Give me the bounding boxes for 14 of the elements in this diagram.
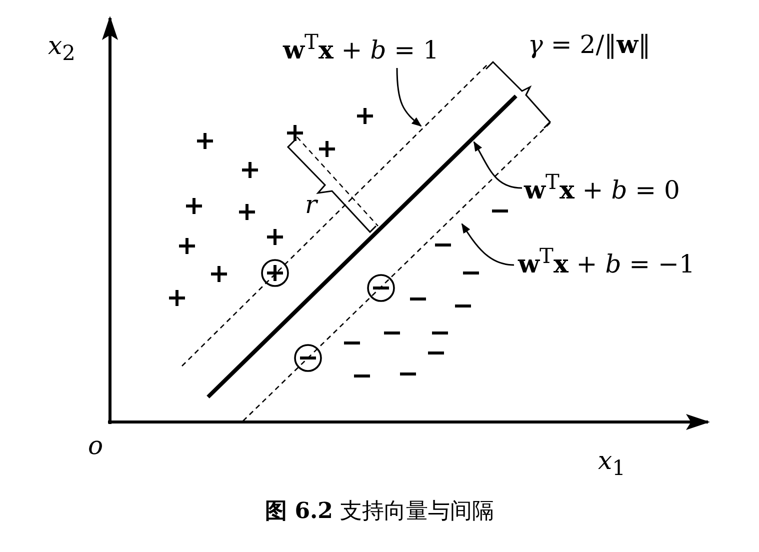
axis-label: x$_{1}$ xyxy=(598,448,626,479)
axis-label: x$_{2}$ xyxy=(48,33,76,64)
origin-label: o xyxy=(88,433,104,458)
margin-formula: γ = 2/‖w‖ xyxy=(528,32,651,57)
equation-label: w$^{T}$x + b = 1 xyxy=(283,32,439,62)
leader-arrow xyxy=(461,223,514,266)
equation-label: w$^{T}$x + b = −1 xyxy=(518,246,695,276)
separating-hyperplane xyxy=(206,94,518,398)
distance-label: r xyxy=(305,192,317,217)
leader-arrow xyxy=(473,141,522,189)
figure-caption: 图 6.2 支持向量与间隔 xyxy=(265,499,494,524)
leader-arrow xyxy=(396,68,422,127)
equation-label: w$^{T}$x + b = 0 xyxy=(524,172,680,202)
margin-line xyxy=(182,62,490,366)
